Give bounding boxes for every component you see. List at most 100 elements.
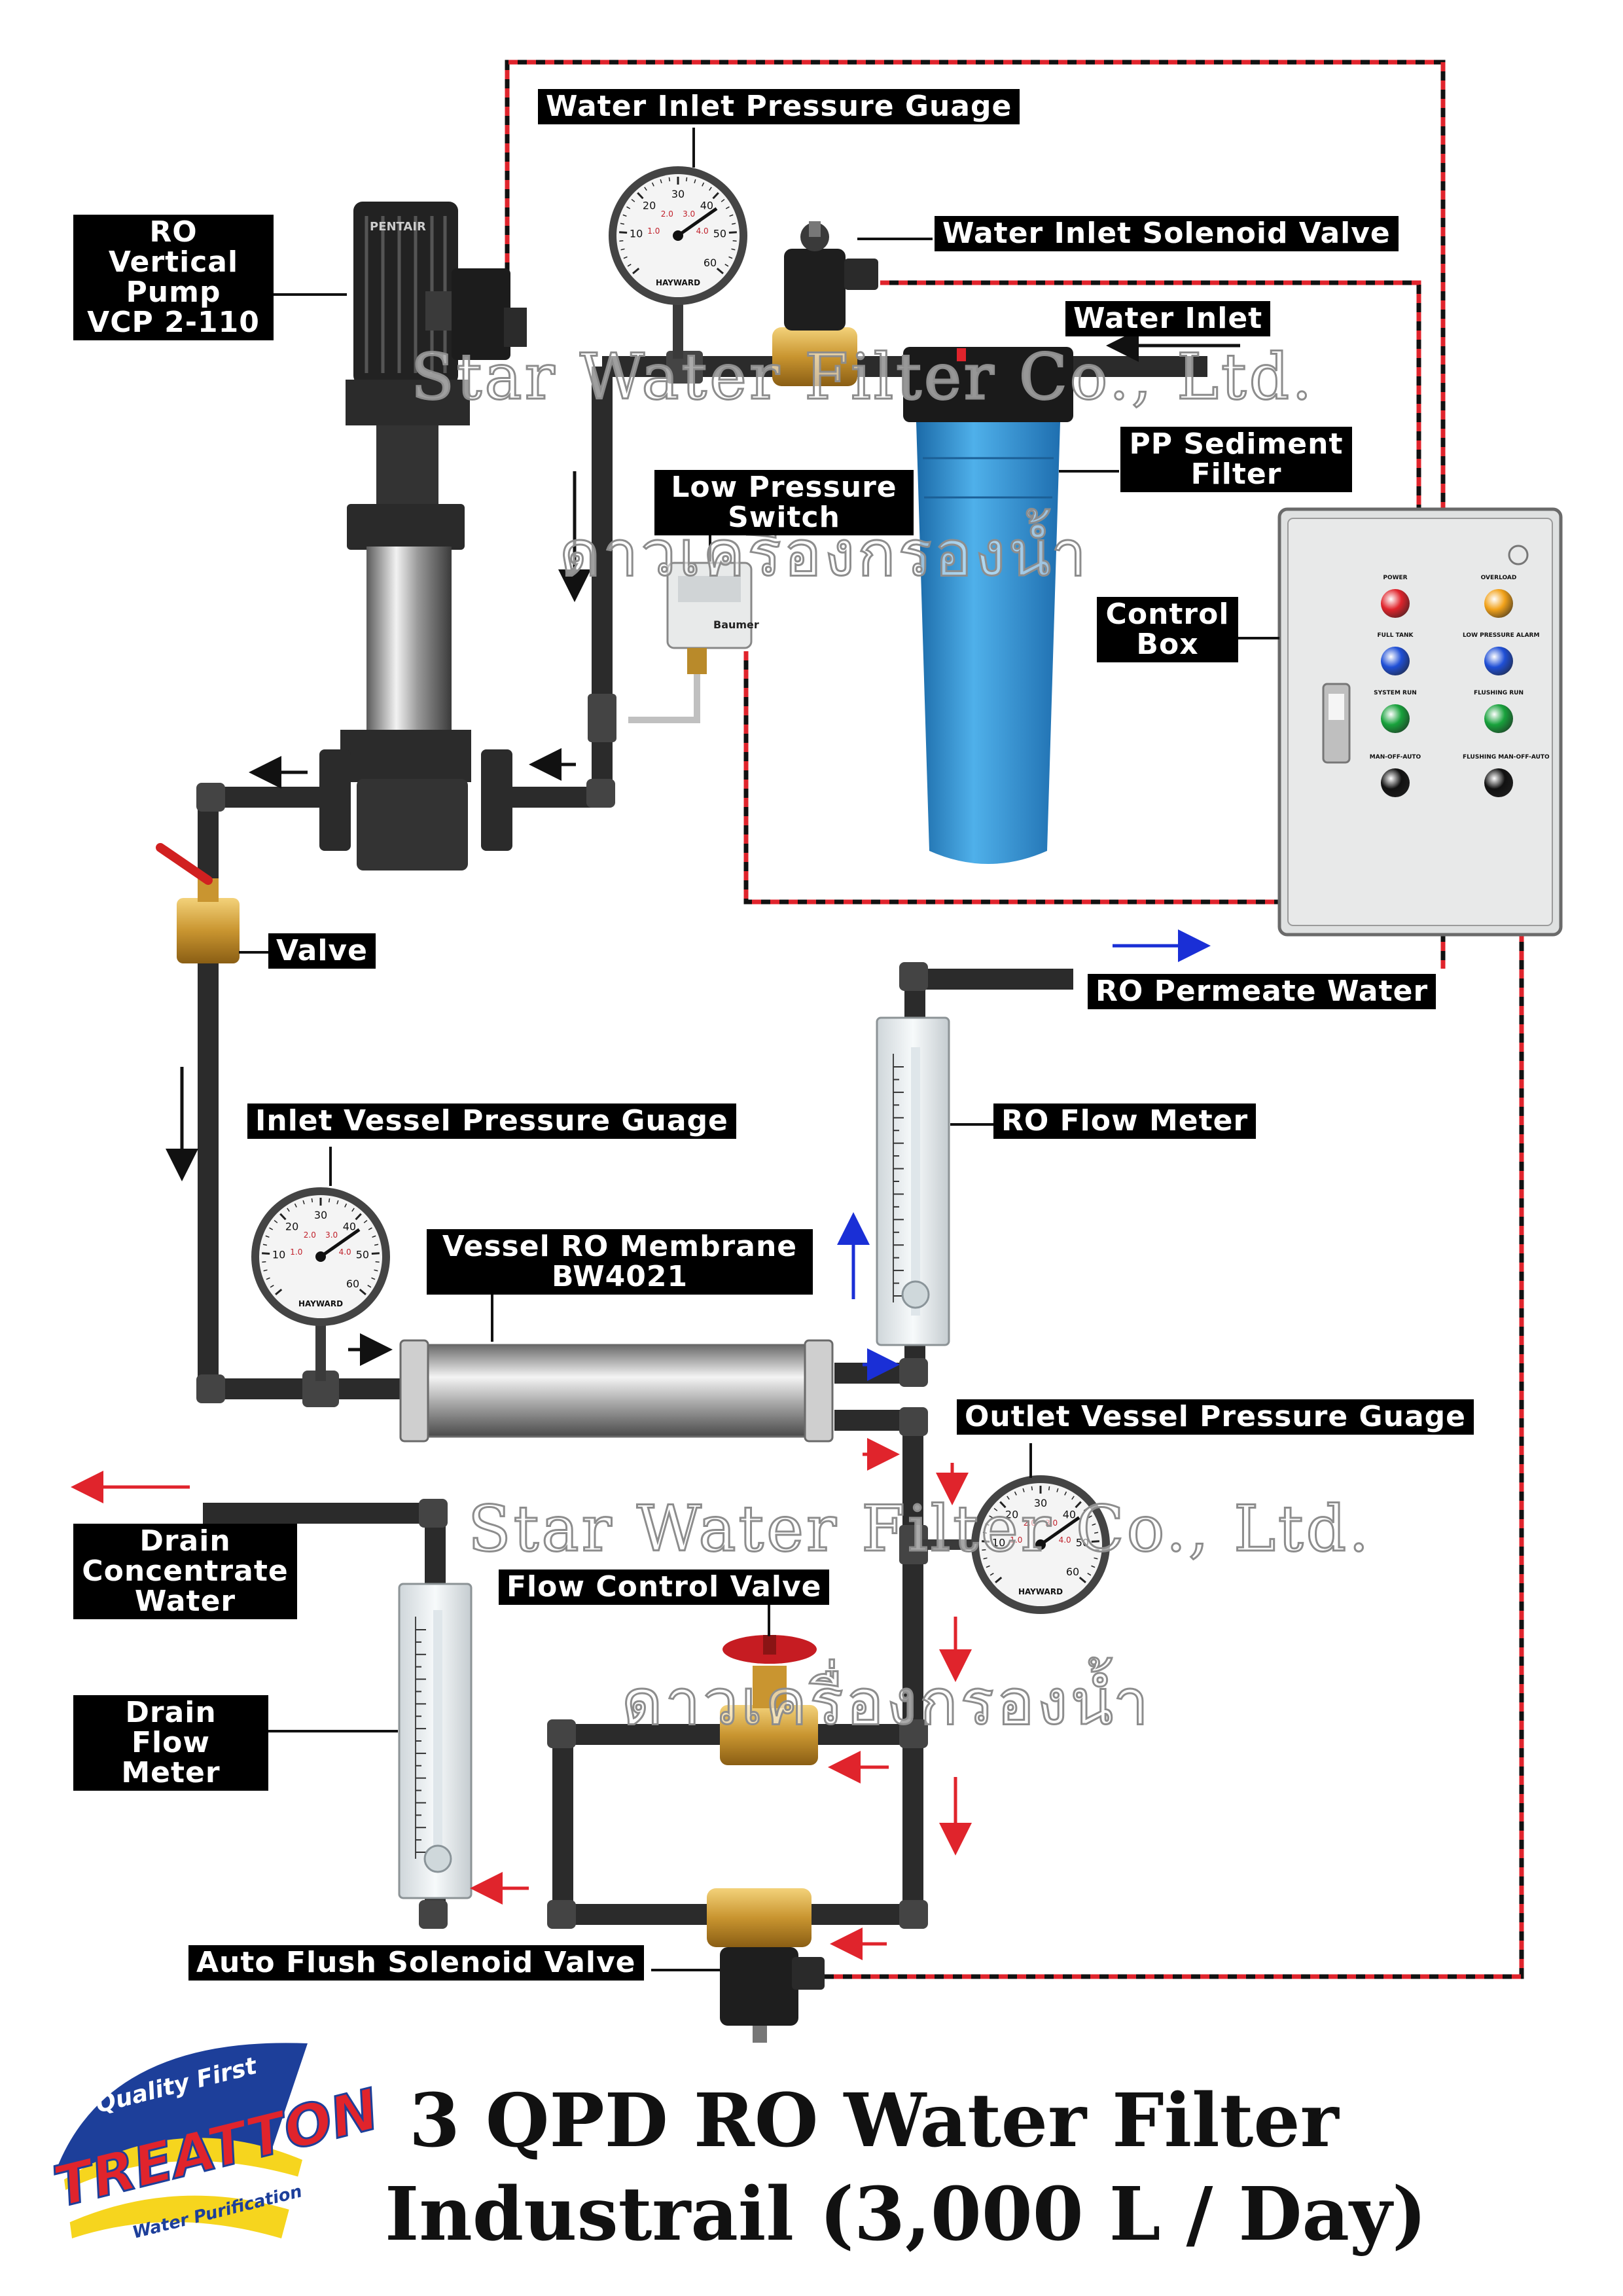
gauge-inner-scale-label: 4.0 (696, 226, 709, 236)
control-box-selector-knob (1484, 768, 1513, 797)
gauge-tick (351, 1208, 355, 1212)
gauge-tick (721, 198, 725, 202)
flow-arrows (71, 329, 1240, 1960)
gauge-tick (982, 1540, 990, 1543)
flow-control-valve-art (720, 1635, 818, 1765)
control-box-indicator-lamp (1484, 704, 1513, 733)
diagram-title-line-1: 3 QPD RO Water Filter (409, 2078, 1339, 2164)
gauge-tick (644, 187, 647, 191)
gauge-tick (990, 1573, 994, 1576)
label-drain-flow-meter: Drain Flow Meter (73, 1695, 268, 1791)
gauge-outer-scale-label: 30 (314, 1209, 327, 1221)
pipe-joints (196, 351, 928, 1929)
gauge-tick (266, 1277, 270, 1280)
gauge-tick (274, 1219, 278, 1223)
low-pressure-switch-art: Baumer (628, 562, 759, 723)
gauge-outer-scale-label: 50 (1076, 1536, 1089, 1549)
gauge-tick (619, 231, 628, 234)
gauge-inner-scale-label: 3.0 (325, 1230, 338, 1240)
switch-brand: Baumer (713, 619, 759, 631)
gauge-brand: HAYWARD (1018, 1587, 1063, 1596)
gauge-outer-scale-label: 30 (671, 188, 685, 200)
gauge-needle (677, 207, 718, 238)
watermark-thai-bottom: ดาวเครื่องกรองน้ำ (620, 1665, 1152, 1740)
gauge-tick (999, 1501, 1007, 1509)
auto-flush-solenoid-valve-art (707, 1888, 825, 2043)
label-water-inlet: Water Inlet (1065, 301, 1271, 336)
gauge-tick (728, 256, 733, 259)
gauge-tick (371, 1277, 376, 1280)
gauge-tick (328, 1198, 330, 1203)
gauge-tick (375, 1261, 380, 1263)
gauge-tick (725, 206, 730, 209)
gauge-tick (732, 223, 736, 225)
gauge-tick (637, 192, 644, 200)
gauge-inner-scale-label: 2.0 (661, 209, 673, 219)
gauge-tick (355, 1213, 362, 1221)
label-vessel-ro-membrane: Vessel RO Membrane BW4021 (427, 1229, 813, 1295)
control-box-art (1277, 507, 1563, 937)
gauge-tick (1022, 1488, 1025, 1493)
gauge-tick (344, 1203, 348, 1208)
label-pp-sediment-filter: PP Sediment Filter (1120, 427, 1352, 492)
watermark-english-top: Star Water Filter Co., Ltd. (410, 340, 1315, 415)
gauge-tick (982, 1549, 986, 1551)
gauge-tick (985, 1523, 990, 1526)
gauge-tick (995, 1576, 1003, 1583)
gauge-tick (1048, 1486, 1050, 1491)
gauge-tick (363, 1219, 368, 1223)
gauge-tick (1092, 1523, 1096, 1526)
label-flow-control-valve: Flow Control Valve (499, 1570, 830, 1605)
leader-lines (239, 128, 1279, 1971)
gauge-tick (287, 1208, 290, 1212)
gauge-tick (262, 1261, 266, 1263)
label-water-inlet-solenoid-valve: Water Inlet Solenoid Valve (935, 216, 1399, 251)
label-water-inlet-pressure-gauge: Water Inlet Pressure Guage (538, 89, 1020, 124)
control-box-indicator-caption: OVERLOAD (1480, 575, 1517, 581)
inlet-solenoid-valve-art (772, 221, 878, 386)
control-box-indicator-caption: MAN-OFF-AUTO (1369, 754, 1421, 761)
control-box-indicator-caption: FLUSHING RUN (1473, 690, 1524, 696)
label-auto-flush-solenoid-valve: Auto Flush Solenoid Valve (188, 1945, 644, 1981)
pp-sediment-filter-art (903, 347, 1073, 864)
gauge-tick (1079, 1576, 1086, 1583)
gauge-tick (368, 1227, 372, 1230)
gauge-tick (732, 240, 737, 242)
drain-flow-meter-art (398, 1583, 473, 1899)
gauge-tick (982, 1532, 987, 1534)
gauge-tick (728, 231, 737, 234)
gauge-needle (1039, 1516, 1080, 1547)
gauge-tick (372, 1235, 376, 1238)
gauge-tick (993, 1507, 998, 1511)
gauge-tick (371, 1252, 380, 1255)
control-box-indicator-lamp (1381, 589, 1410, 618)
gauge-brand: HAYWARD (298, 1299, 343, 1308)
gauge-outer-scale-label: 30 (1034, 1497, 1047, 1509)
control-box-indicator-lamp (1381, 704, 1410, 733)
ro-flow-meter-art (876, 1016, 950, 1346)
gauge-outer-scale-label: 20 (1005, 1508, 1018, 1520)
vertical-pump: PENTAIR (319, 202, 527, 870)
gauge-tick (269, 1227, 274, 1230)
gauge-outer-scale-label: 50 (356, 1248, 369, 1261)
gauge-tick (651, 182, 654, 187)
gauge-outer-scale-label: 10 (992, 1536, 1005, 1549)
gauge-tick (709, 187, 712, 191)
control-box-indicator-caption: FULL TANK (1377, 632, 1414, 639)
gauge-tick (262, 1252, 270, 1255)
gauge-tick (275, 1288, 283, 1295)
control-box-indicator-caption: FLUSHING MAN-OFF-AUTO (1463, 754, 1550, 761)
gauge-tick (1091, 1565, 1096, 1568)
gauge-tick (1094, 1532, 1099, 1534)
control-box-indicator-lamp (1484, 647, 1513, 675)
gauge-outer-scale-label: 10 (272, 1248, 285, 1261)
control-box-indicator-caption: LOW PRESSURE ALARM (1463, 632, 1540, 639)
gauge-tick (989, 1515, 993, 1518)
gauge-tick (632, 267, 640, 274)
gauge-tick (631, 198, 635, 202)
gauge-tick (1014, 1491, 1017, 1496)
